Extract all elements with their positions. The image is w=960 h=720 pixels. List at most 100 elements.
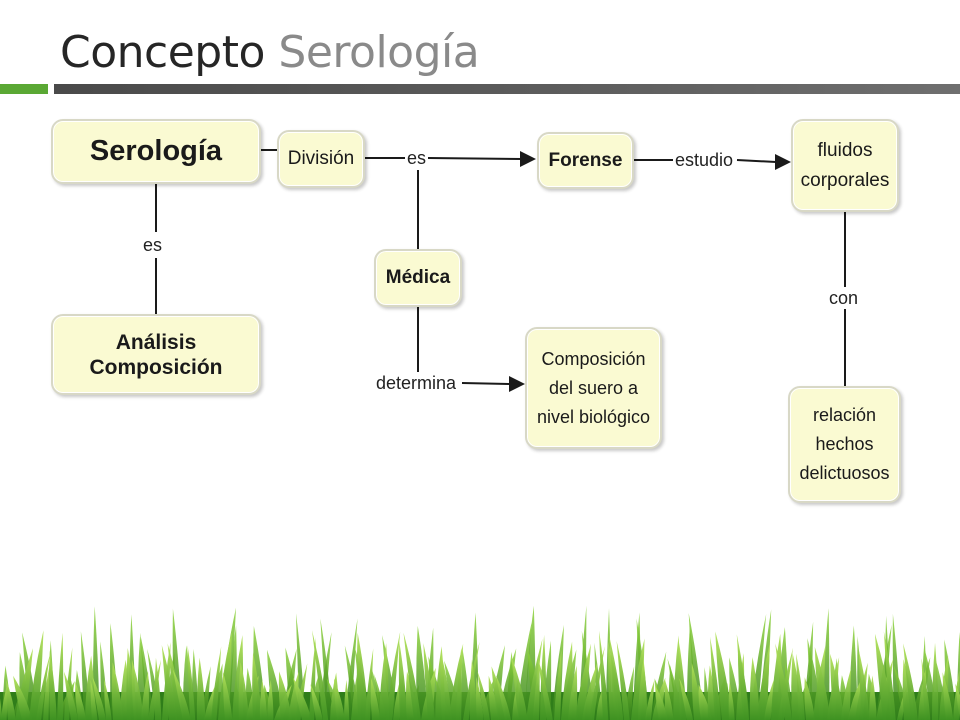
node-analisis-composicion: Análisis Composición — [51, 314, 261, 395]
grass-blade — [942, 672, 954, 720]
grass-blade — [608, 634, 624, 720]
grass-blade — [92, 677, 106, 720]
grass-blade — [211, 646, 222, 720]
grass-blade — [223, 672, 233, 720]
grass-blade — [259, 679, 268, 720]
arrowhead-fluidos — [775, 154, 791, 170]
grass-blade — [423, 643, 436, 720]
title-main: Concepto — [60, 27, 265, 78]
grass-blade — [456, 647, 462, 720]
grass-blade — [13, 675, 33, 720]
grass-blade — [814, 646, 831, 720]
grass-blade — [311, 630, 329, 720]
grass-blade — [931, 642, 939, 720]
grass-blade — [370, 677, 381, 720]
grass-blade — [552, 624, 564, 720]
node-serologia: Serología — [51, 119, 261, 184]
grass-blade — [775, 643, 793, 720]
grass-blade — [131, 659, 144, 720]
grass-blade — [616, 641, 630, 720]
grass-blade — [561, 641, 573, 720]
grass-blade — [43, 667, 50, 720]
grass-blade — [139, 632, 154, 720]
grass-blade — [679, 678, 694, 720]
grass-blade — [187, 645, 196, 720]
grass-blade — [1, 684, 8, 720]
grass-blade — [75, 681, 86, 720]
grass-blade — [334, 678, 345, 720]
grass-blade — [111, 662, 123, 720]
grass-blade — [386, 631, 401, 720]
link-label-determina: determina — [374, 373, 459, 393]
node-relacion-hechos-delictuosos: relación hechos delictuosos — [788, 386, 901, 503]
slide-title: Concepto Serología — [60, 26, 480, 80]
grass-blade — [172, 669, 191, 720]
grass-blade — [568, 665, 578, 720]
grass-blade — [903, 643, 918, 720]
connector-estudio-fluidos — [736, 159, 777, 163]
grass-blade — [841, 668, 851, 720]
grass-blade — [830, 653, 845, 720]
node-composicion-suero: Composición del suero a nivel biológico — [525, 327, 662, 449]
grass-blade — [356, 632, 369, 720]
grass-blade — [582, 663, 598, 720]
grass-blade — [0, 698, 2, 720]
title-underline-dark — [54, 84, 960, 94]
grass-blade — [295, 663, 308, 720]
grass-blade — [267, 680, 274, 720]
grass-blade — [477, 671, 490, 720]
grass-decoration — [0, 605, 960, 720]
grass-blade — [90, 680, 98, 720]
grass-blade — [736, 634, 750, 720]
grass-blade — [57, 632, 64, 720]
grass-blade — [804, 677, 815, 720]
grass-blade — [664, 678, 674, 720]
grass-blade — [638, 659, 648, 720]
grass-blade — [278, 671, 292, 720]
node-division: División — [277, 130, 365, 188]
grass-blade — [440, 654, 452, 720]
grass-blade — [710, 636, 721, 720]
link-label-estudio: estudio — [673, 150, 736, 170]
grass-blade — [883, 631, 896, 720]
grass-blade — [715, 631, 732, 720]
grass-blade — [469, 659, 478, 720]
grass-blade — [599, 630, 609, 720]
grass-blade — [49, 650, 57, 720]
grass-blade — [757, 643, 770, 720]
grass-blade — [554, 649, 562, 720]
grass-blade — [537, 658, 553, 720]
grass-blade — [749, 656, 760, 720]
grass-blade — [645, 679, 655, 720]
grass-blade — [320, 618, 333, 720]
grass-blade — [575, 643, 592, 720]
grass-blade — [103, 678, 112, 720]
grass-blade — [161, 644, 177, 720]
grass-blade — [403, 632, 421, 720]
link-label-con: con — [827, 288, 861, 308]
arrowhead-composicion — [509, 376, 525, 392]
grass-blade — [196, 657, 206, 720]
grass-blade — [63, 671, 78, 720]
grass-blade — [141, 670, 149, 720]
grass-blade — [858, 650, 870, 720]
grass-blade — [533, 657, 540, 720]
grass-blade — [238, 662, 249, 720]
grass-blade — [365, 648, 374, 720]
grass-blade — [771, 633, 783, 720]
grass-blade — [955, 683, 960, 720]
grass-blade — [921, 658, 931, 720]
link-label-division-es: es — [405, 148, 429, 168]
grass-blade — [252, 652, 262, 720]
connector-determina-composicion — [461, 382, 511, 385]
grass-blade — [416, 625, 428, 720]
grass-blade — [728, 681, 735, 720]
node-fluidos-corporales: fluidos corporales — [791, 119, 899, 212]
connector-lines — [155, 149, 846, 392]
title-underline-green — [0, 84, 48, 94]
link-label-serologia-es: es — [141, 235, 165, 255]
node-forense: Forense — [537, 132, 634, 189]
grass-blade — [6, 680, 16, 720]
grass-blade — [379, 643, 389, 720]
grass-blade — [343, 679, 350, 720]
